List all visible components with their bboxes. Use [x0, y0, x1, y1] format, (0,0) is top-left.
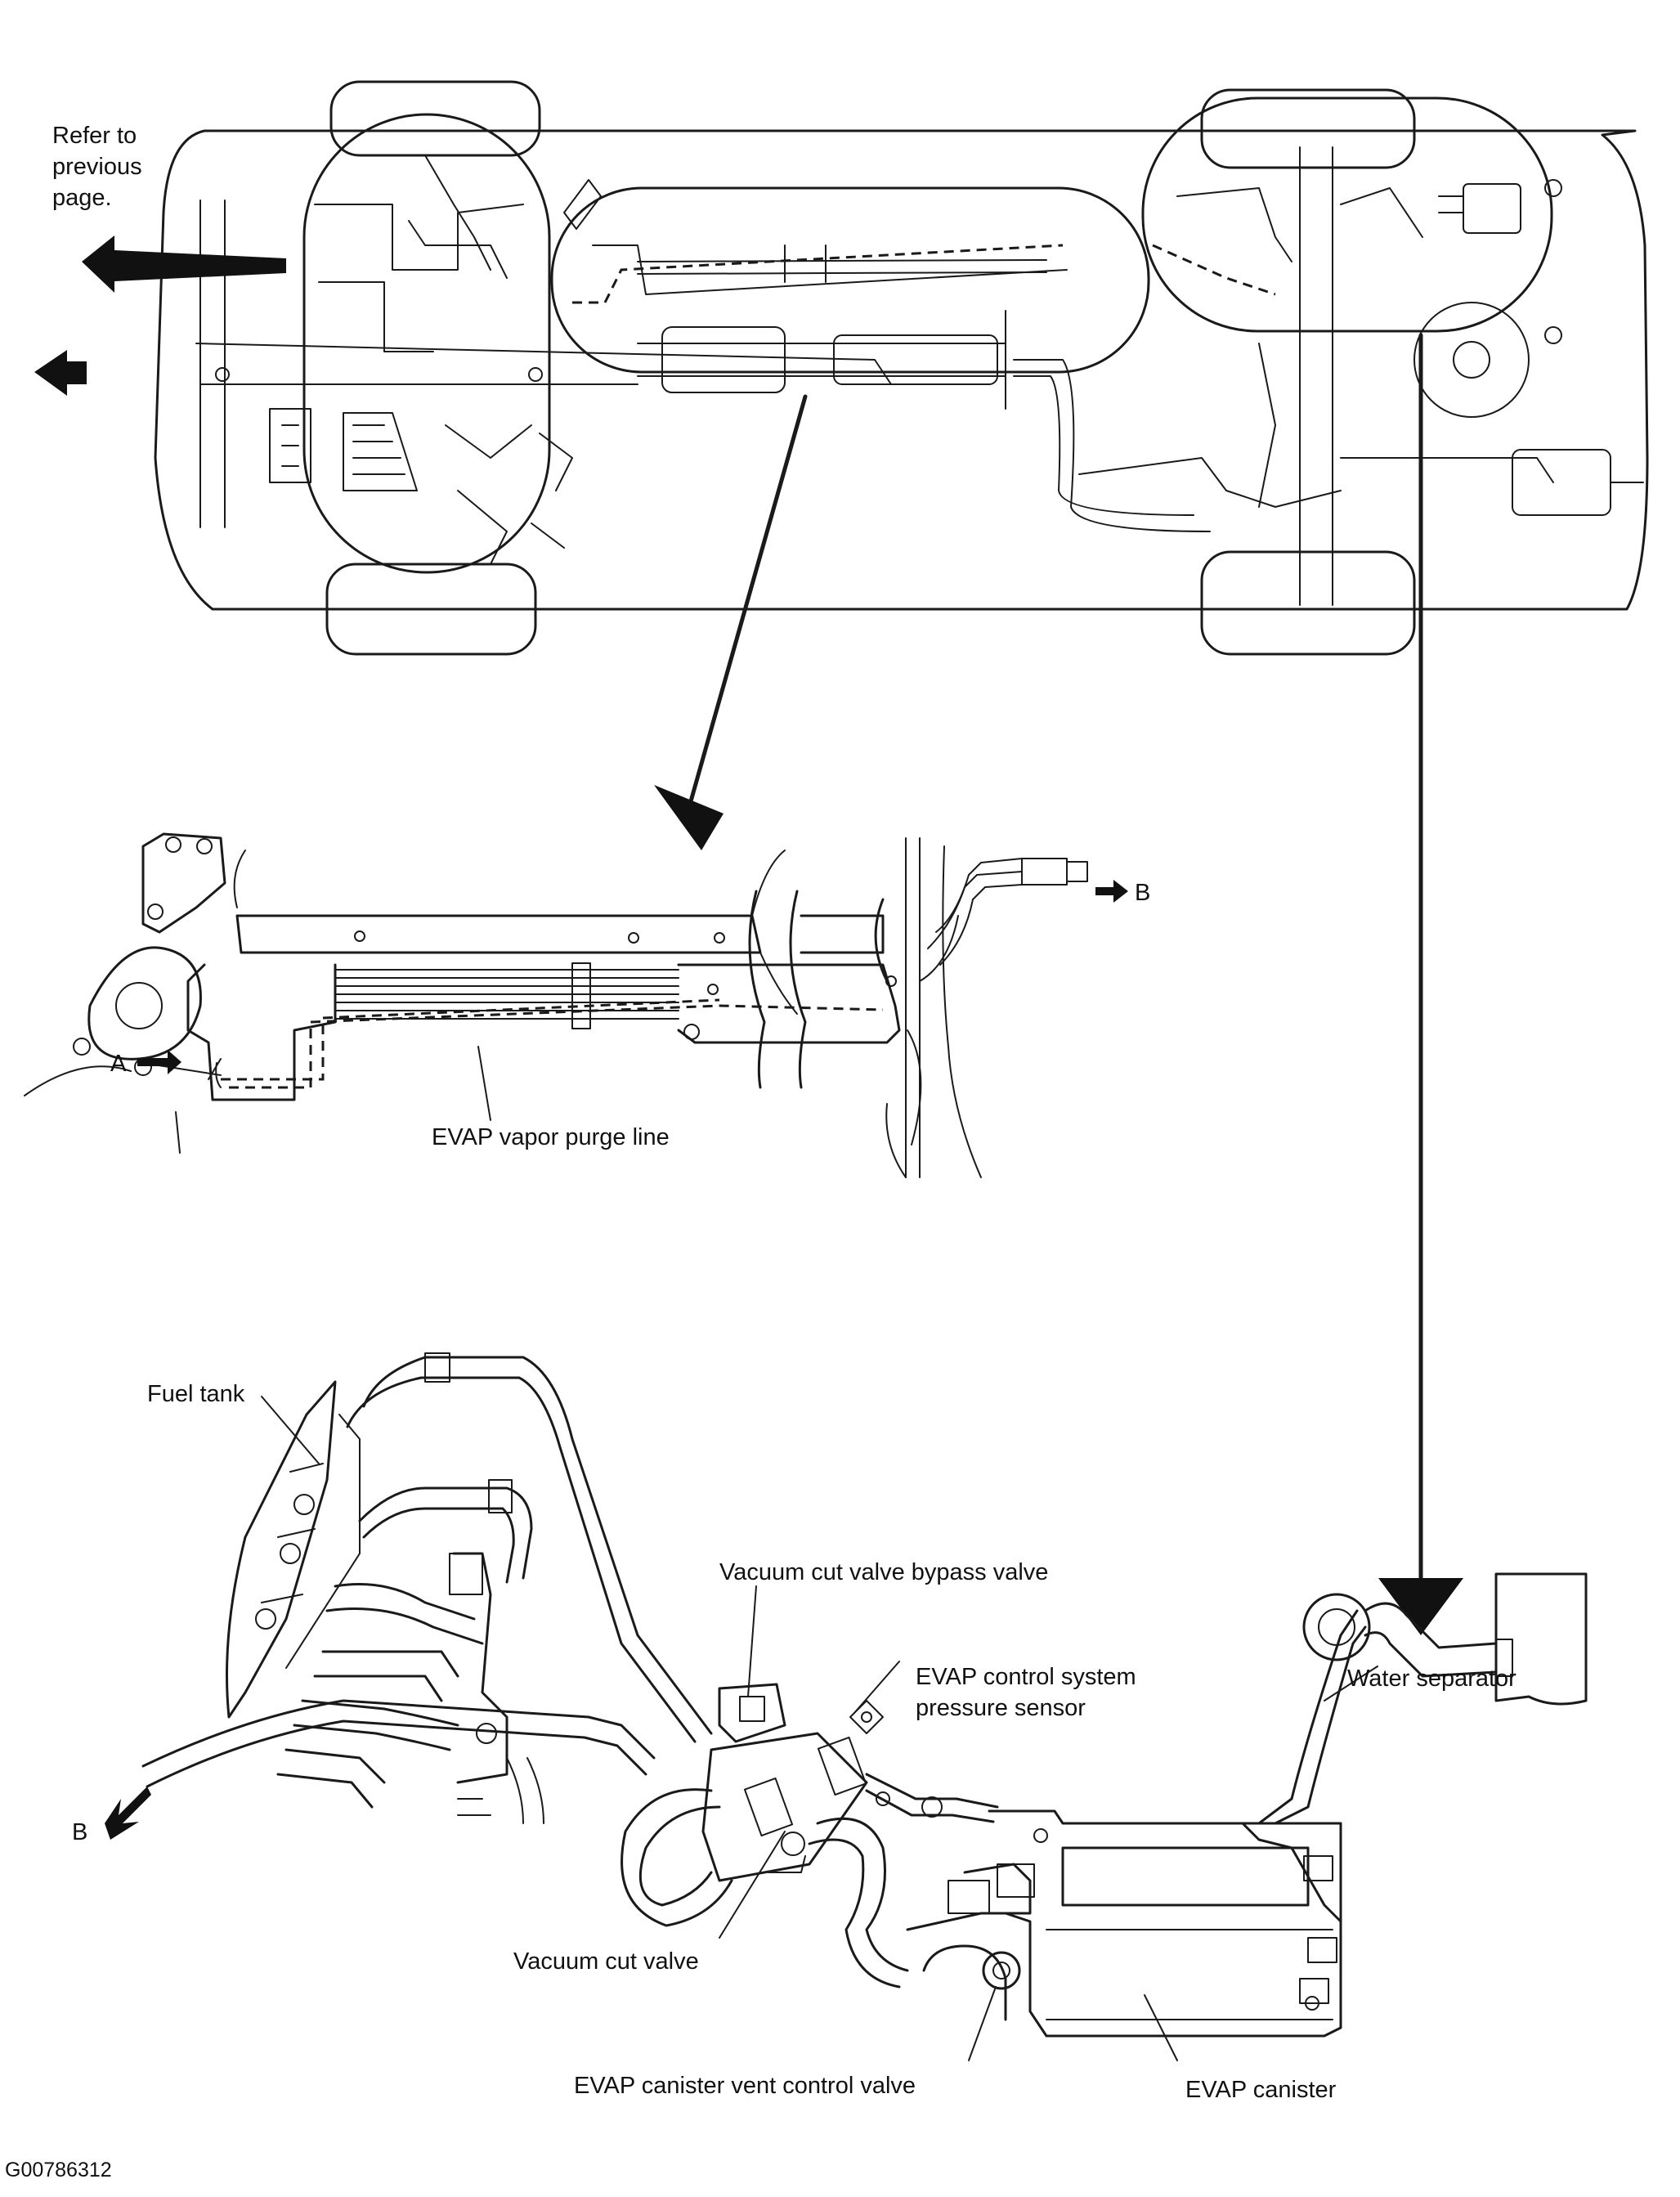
- arrow-left-icon: [82, 235, 286, 293]
- arrow-right-icon: [1095, 880, 1128, 903]
- arrow-down-icon: [1378, 1578, 1463, 1635]
- figure-code: G00786312: [5, 2159, 112, 2181]
- fuel-tank-label: Fuel tank: [147, 1381, 245, 1407]
- purge-line-bundle: [334, 962, 901, 1044]
- evap-pressure-sensor-label-line1: EVAP control system: [916, 1664, 1136, 1690]
- point-b-lower-label: B: [72, 1819, 87, 1845]
- vacuum-cut-valve-label: Vacuum cut valve: [513, 1948, 699, 1975]
- vehicle-underbody: [154, 80, 1649, 656]
- arrow-left-icon: [34, 350, 87, 396]
- water-separator-label: Water separator: [1347, 1666, 1516, 1692]
- arrow-down-icon: [654, 785, 724, 850]
- point-a-label: A: [110, 1051, 127, 1077]
- evap-purge-line-label: EVAP vapor purge line: [432, 1124, 670, 1150]
- purge-line-detail: [24, 832, 1088, 1178]
- evap-canister-vent-control-valve-label: EVAP canister vent control valve: [574, 2073, 916, 2099]
- evap-canister-label: EVAP canister: [1185, 2077, 1337, 2103]
- arrow-right-icon: [105, 1787, 151, 1840]
- canister-area-detail: [141, 1352, 1588, 2038]
- arrow-right-icon: [137, 1050, 181, 1074]
- point-b-upper-label: B: [1135, 880, 1150, 906]
- refer-label-line3: page.: [52, 185, 112, 211]
- refer-previous-page-callout: Refer to previous page.: [52, 123, 142, 211]
- refer-label-line2: previous: [52, 154, 142, 180]
- vacuum-cut-valve-bypass-valve-label: Vacuum cut valve bypass valve: [719, 1559, 1048, 1585]
- evap-pressure-sensor-label-line2: pressure sensor: [916, 1695, 1086, 1721]
- refer-label-line1: Refer to: [52, 123, 137, 149]
